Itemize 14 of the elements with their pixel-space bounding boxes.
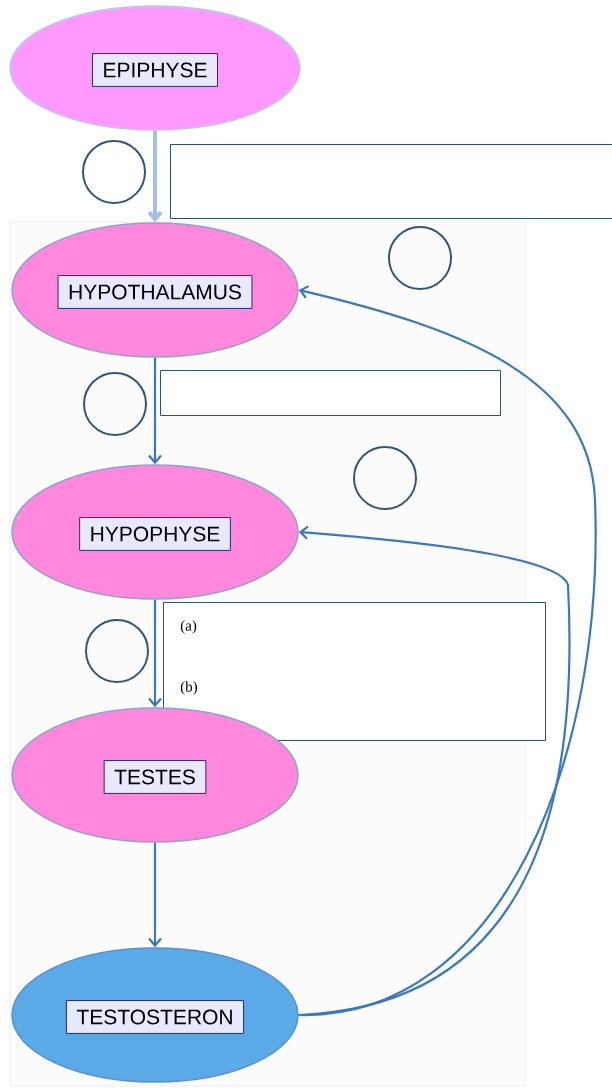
answer-circle (85, 619, 149, 683)
arrow (148, 842, 162, 948)
answer-box (170, 144, 612, 219)
arrow (298, 525, 571, 1017)
arrow (298, 285, 597, 1017)
answer-circle (83, 372, 147, 436)
answer-circle (353, 446, 417, 510)
answer-box: (a) (b) (163, 602, 546, 741)
arrow (148, 357, 162, 465)
answer-circle (82, 140, 146, 204)
answer-box (160, 370, 501, 416)
arrow (147, 130, 163, 223)
answer-circle (388, 226, 452, 290)
arrow (148, 599, 162, 708)
